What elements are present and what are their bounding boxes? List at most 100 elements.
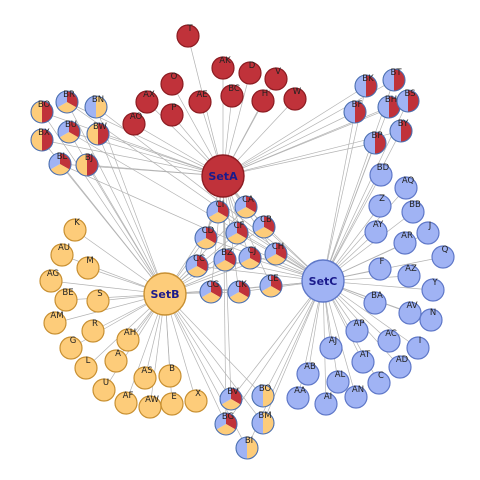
node-af[interactable]: AF (114, 391, 138, 415)
node-aq[interactable]: AQ (394, 176, 418, 200)
node-z[interactable]: Z (368, 194, 392, 218)
node-b[interactable]: B (158, 364, 182, 388)
node-ck[interactable]: CK (227, 280, 251, 304)
node-az[interactable]: AZ (397, 264, 421, 288)
node-bz[interactable]: BZ (213, 248, 237, 272)
node-slice-setc (344, 101, 355, 123)
node-aj[interactable]: AJ (319, 336, 343, 360)
node-n[interactable]: N (419, 308, 443, 332)
node-w[interactable]: W (283, 87, 307, 111)
node-ag[interactable]: AG (39, 269, 63, 293)
node-j[interactable]: J (416, 221, 440, 245)
node-ae[interactable]: AE (188, 90, 212, 114)
node-cd[interactable]: CD (194, 226, 218, 250)
node-bs[interactable]: BS (396, 89, 420, 113)
node-ad[interactable]: AD (388, 355, 412, 379)
node-bw[interactable]: BW (86, 122, 110, 146)
node-bk[interactable]: BK (354, 74, 378, 98)
set-hub-seta[interactable]: SetA (201, 154, 245, 198)
node-ap[interactable]: AP (345, 319, 369, 343)
node-al[interactable]: AL (326, 370, 350, 394)
node-q[interactable]: Q (431, 245, 455, 269)
node-s[interactable]: S (86, 289, 110, 313)
node-u[interactable]: U (92, 378, 116, 402)
node-ca[interactable]: CA (234, 195, 258, 219)
node-bt[interactable]: BT (382, 68, 406, 92)
node-outline (219, 387, 243, 411)
node-bv[interactable]: BV (219, 387, 243, 411)
node-i[interactable]: I (406, 336, 430, 360)
node-t[interactable]: T (176, 24, 200, 48)
node-bm[interactable]: BM (251, 411, 275, 435)
node-aw[interactable]: AW (138, 395, 162, 419)
node-label: AF (123, 391, 134, 401)
node-bj[interactable]: BJ (75, 153, 99, 177)
node-as[interactable]: AS (133, 366, 157, 390)
node-bu[interactable]: BU (57, 120, 81, 144)
node-av[interactable]: AV (398, 301, 422, 325)
node-r[interactable]: R (81, 319, 105, 343)
node-cj[interactable]: CJ (238, 246, 262, 270)
node-l[interactable]: L (74, 356, 98, 380)
node-m[interactable]: M (76, 256, 100, 280)
node-g[interactable]: G (59, 336, 83, 360)
node-bb[interactable]: BB (401, 200, 425, 224)
node-cb[interactable]: CB (252, 215, 276, 239)
node-cc[interactable]: CC (185, 254, 209, 278)
edge-bf-seta (222, 111, 356, 177)
node-bh[interactable]: BH (377, 95, 401, 119)
node-label: BB (409, 200, 421, 210)
node-bo[interactable]: BO (30, 100, 54, 124)
node-au[interactable]: AU (50, 243, 74, 267)
node-ar[interactable]: AR (393, 231, 417, 255)
set-hub-setc[interactable]: SetC (301, 259, 345, 303)
node-cf[interactable]: CF (225, 221, 249, 245)
node-ci[interactable]: CI (206, 200, 230, 224)
node-a[interactable]: A (104, 349, 128, 373)
node-bn[interactable]: BN (84, 95, 108, 119)
node-aa[interactable]: AA (286, 386, 310, 410)
node-k[interactable]: K (63, 218, 87, 242)
node-label: AW (145, 395, 159, 405)
node-fill (344, 385, 368, 409)
node-am[interactable]: AM (43, 311, 67, 335)
node-be[interactable]: BE (54, 288, 78, 312)
node-ah[interactable]: AH (116, 328, 140, 352)
node-by[interactable]: BY (389, 119, 413, 143)
node-ab[interactable]: AB (296, 362, 320, 386)
node-h[interactable]: H (251, 89, 275, 113)
node-v[interactable]: V (264, 67, 288, 91)
node-bo[interactable]: BO (251, 384, 275, 408)
node-cg[interactable]: CG (199, 280, 223, 304)
node-x[interactable]: X (184, 389, 208, 413)
node-bp[interactable]: BP (363, 131, 387, 155)
node-ce[interactable]: CE (259, 274, 283, 298)
node-o[interactable]: O (160, 72, 184, 96)
node-br[interactable]: BR (55, 90, 79, 114)
node-ax[interactable]: AX (135, 90, 159, 114)
node-an[interactable]: AN (344, 385, 368, 409)
node-at[interactable]: AT (351, 350, 375, 374)
node-ba[interactable]: BA (363, 291, 387, 315)
node-bi[interactable]: BI (235, 436, 259, 460)
node-ay[interactable]: AY (364, 220, 388, 244)
node-ch[interactable]: CH (264, 242, 288, 266)
node-f[interactable]: F (368, 257, 392, 281)
node-bc[interactable]: BC (220, 84, 244, 108)
node-ac[interactable]: AC (377, 329, 401, 353)
node-c[interactable]: C (367, 371, 391, 395)
node-p[interactable]: P (160, 103, 184, 127)
node-ai[interactable]: AI (314, 392, 338, 416)
node-bx[interactable]: BX (30, 128, 54, 152)
node-e[interactable]: E (160, 392, 184, 416)
node-bd[interactable]: BD (369, 163, 393, 187)
node-ak[interactable]: AK (211, 56, 235, 80)
node-d[interactable]: D (238, 61, 262, 85)
node-bl[interactable]: BL (48, 152, 72, 176)
node-ao[interactable]: AO (122, 112, 146, 136)
node-y[interactable]: Y (421, 278, 445, 302)
node-bf[interactable]: BF (343, 100, 367, 124)
set-hub-setb[interactable]: SetB (143, 272, 187, 316)
node-bg[interactable]: BG (214, 412, 238, 436)
